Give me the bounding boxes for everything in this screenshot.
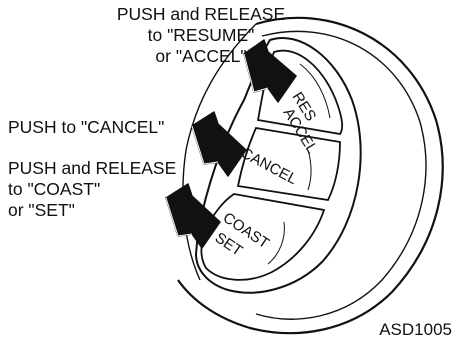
cancel-button[interactable]: [236, 126, 341, 201]
annotation-coast-set: PUSH and RELEASE to "COAST" or "SET": [8, 158, 176, 221]
housing-left-edge: [182, 23, 257, 281]
cancel-button-highlight: [307, 149, 312, 191]
annotation-resume-line2: to "RESUME": [147, 25, 255, 45]
annotation-coast-line3: or "SET": [8, 200, 75, 220]
switch-housing-inner-rim: [255, 30, 427, 320]
annotation-cancel-line1: PUSH to "CANCEL": [8, 117, 165, 137]
diagram-id-code: ASD1005: [379, 320, 452, 339]
annotation-resume-line3: or "ACCEL": [155, 46, 247, 66]
annotation-coast-line1: PUSH and RELEASE: [8, 158, 177, 178]
arrow-coast-set: [165, 183, 221, 249]
annotation-resume-accel: PUSH and RELEASE to "RESUME" or "ACCEL": [96, 4, 306, 67]
annotation-resume-line1: PUSH and RELEASE: [116, 4, 286, 24]
arrow-resume-accel: [243, 39, 297, 103]
switch-housing: [177, 16, 444, 335]
arrow-cancel: [191, 111, 247, 177]
annotation-cancel: PUSH to "CANCEL": [8, 117, 164, 138]
annotation-coast-line2: to "COAST": [8, 179, 101, 199]
coast-set-button-highlight: [267, 221, 285, 265]
res-accel-button-highlight: [299, 63, 331, 119]
